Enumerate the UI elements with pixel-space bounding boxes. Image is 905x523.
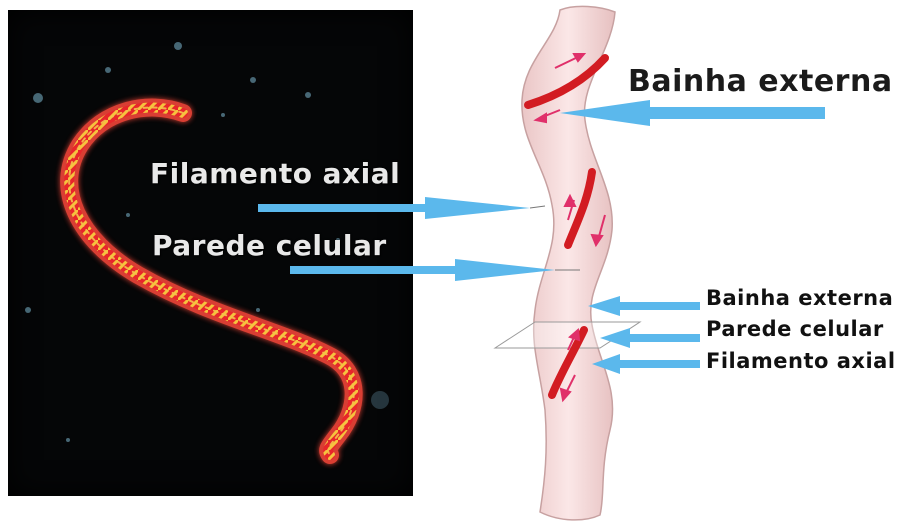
legend-cell-wall: Parede celular xyxy=(706,317,884,341)
label-outer-sheath-top: Bainha externa xyxy=(628,64,893,99)
arrow-axial-filament xyxy=(258,197,530,219)
arrow-legend-outer-sheath xyxy=(588,296,700,316)
label-axial-filament: Filamento axial xyxy=(150,157,400,190)
legend-outer-sheath: Bainha externa xyxy=(706,286,893,310)
legend-axial-filament: Filamento axial xyxy=(706,349,896,373)
arrow-legend-axial-filament xyxy=(592,354,700,374)
arrow-top-outer-sheath xyxy=(560,100,825,126)
arrow-cell-wall xyxy=(290,259,555,281)
label-cell-wall: Parede celular xyxy=(152,229,387,262)
